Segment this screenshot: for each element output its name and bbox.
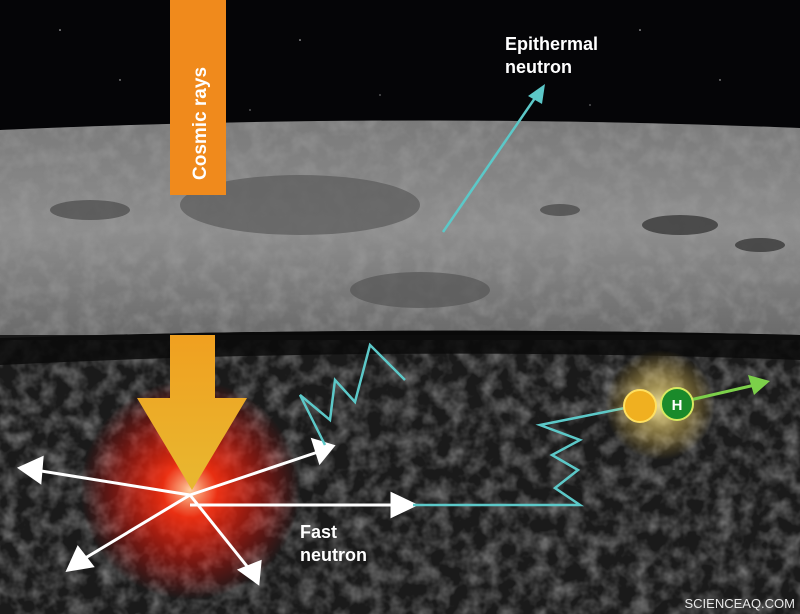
collision-glow bbox=[80, 380, 300, 600]
cosmic-rays-beam bbox=[170, 0, 226, 195]
epithermal-label-line2: neutron bbox=[505, 57, 572, 77]
cosmic-rays-label: Cosmic rays bbox=[190, 67, 211, 180]
epithermal-label-line1: Epithermal bbox=[505, 34, 598, 54]
craters bbox=[0, 120, 800, 339]
fast-neutron-arrows bbox=[16, 437, 419, 586]
fast-neutron-label-line1: Fast bbox=[300, 522, 337, 542]
epithermal-arrowhead bbox=[528, 84, 545, 104]
neutron-ball bbox=[623, 389, 657, 423]
stars bbox=[59, 29, 721, 111]
neutron-paths bbox=[298, 97, 626, 507]
hydrogen-atom bbox=[660, 387, 694, 421]
watermark: SCIENCEAQ.COM bbox=[684, 596, 795, 611]
fast-neutron-label-line2: neutron bbox=[300, 545, 367, 565]
hydrogen-glow bbox=[605, 350, 715, 460]
cosmic-ray-arrow bbox=[137, 335, 247, 490]
space-sky bbox=[0, 0, 800, 140]
exit-arrow bbox=[689, 383, 756, 402]
hydrogen-label: H bbox=[672, 397, 683, 414]
